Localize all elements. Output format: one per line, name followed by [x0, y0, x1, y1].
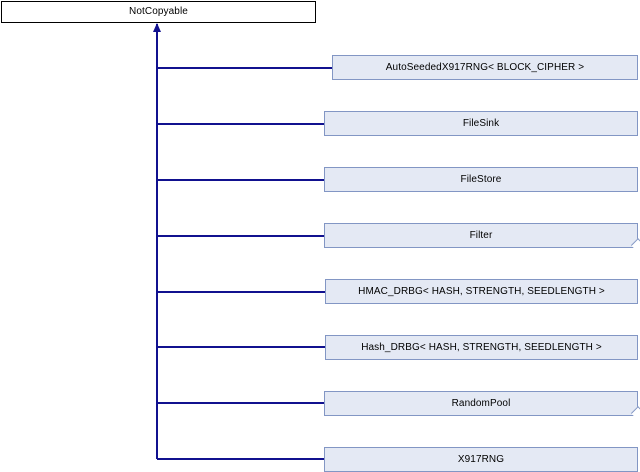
class-node-root[interactable]: NotCopyable [1, 1, 316, 23]
class-node-derived[interactable]: Hash_DRBG< HASH, STRENGTH, SEEDLENGTH > [325, 335, 638, 360]
class-node-derived[interactable]: RandomPool [324, 391, 638, 416]
node-label: AutoSeededX917RNG< BLOCK_CIPHER > [385, 61, 585, 73]
node-label: HMAC_DRBG< HASH, STRENGTH, SEEDLENGTH > [358, 285, 605, 297]
class-node-derived[interactable]: FileStore [324, 167, 638, 192]
class-node-derived[interactable]: AutoSeededX917RNG< BLOCK_CIPHER > [332, 55, 638, 80]
class-node-derived[interactable]: Filter [324, 223, 638, 248]
node-label: FileStore [460, 173, 502, 185]
node-label: X917RNG [457, 453, 505, 465]
inheritance-arrowhead [153, 23, 161, 32]
node-label: Hash_DRBG< HASH, STRENGTH, SEEDLENGTH > [361, 341, 602, 353]
node-label: FileSink [462, 117, 500, 129]
node-label: RandomPool [451, 397, 511, 409]
class-node-derived[interactable]: HMAC_DRBG< HASH, STRENGTH, SEEDLENGTH > [325, 279, 638, 304]
class-node-derived[interactable]: X917RNG [324, 447, 638, 472]
node-label: NotCopyable [129, 6, 188, 17]
node-label: Filter [469, 229, 493, 241]
class-node-derived[interactable]: FileSink [324, 111, 638, 136]
